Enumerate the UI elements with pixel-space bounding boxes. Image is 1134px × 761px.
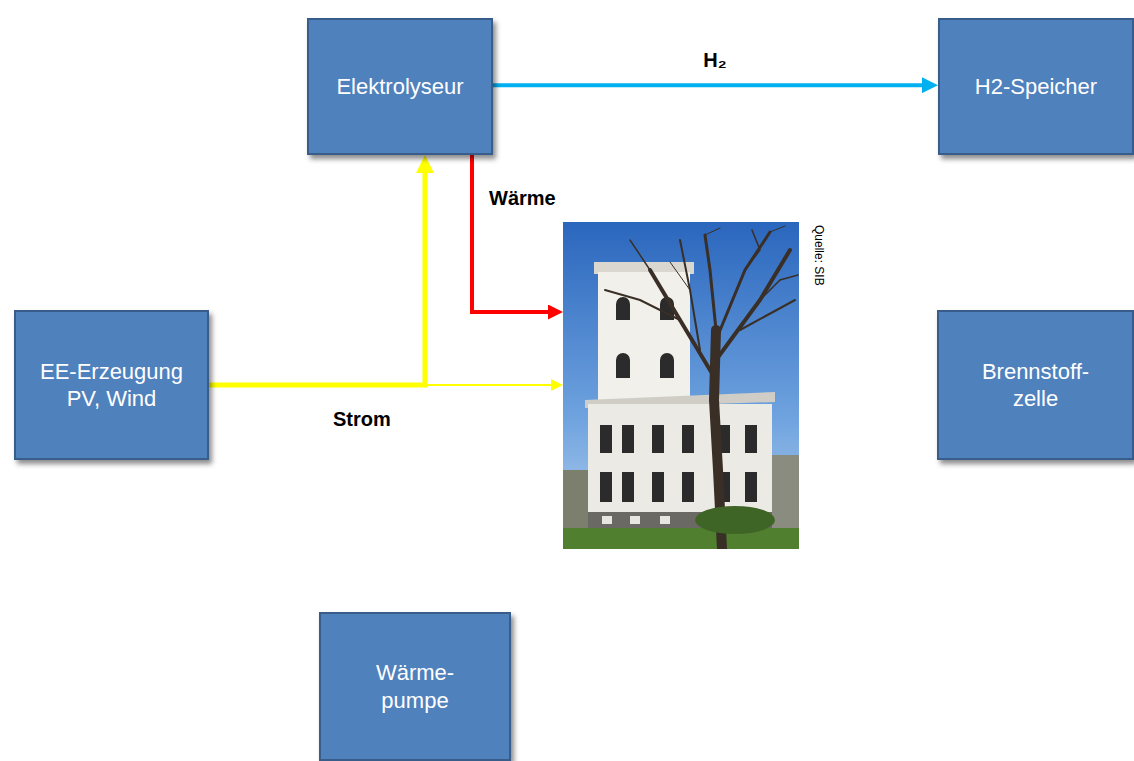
process-box: Wärme- pumpe: [319, 612, 511, 761]
window: [600, 425, 612, 453]
tree-branch: [605, 290, 680, 320]
flow-label: Strom: [331, 407, 393, 431]
storage-box: H2-Speicher: [938, 18, 1134, 155]
tree-branch: [745, 230, 760, 270]
source-box: EE-Erzeugung PV, Wind: [14, 310, 209, 460]
windows: [600, 297, 757, 502]
node-label: Wärme- pumpe: [365, 659, 465, 714]
window: [600, 472, 612, 502]
window: [622, 472, 634, 502]
window: [745, 425, 757, 453]
tree-branch: [680, 240, 700, 350]
tree-branch: [760, 275, 798, 300]
tower-window: [660, 353, 674, 378]
base-window: [660, 516, 670, 524]
lawn: [563, 528, 799, 549]
node-label: H2-Speicher: [975, 73, 1097, 101]
tree-branch: [705, 235, 716, 330]
window: [682, 472, 694, 502]
flow-arrow: [472, 155, 551, 312]
flow-arrow: [209, 384, 553, 386]
flow-label: Wärme: [487, 186, 558, 210]
tree-branch: [770, 226, 785, 232]
tree-branch: [630, 240, 650, 270]
tree-branch: [705, 228, 720, 235]
main-building: [588, 404, 772, 514]
window: [652, 472, 664, 502]
node-label: EE-Erzeugung PV, Wind: [32, 358, 192, 413]
sky: [563, 222, 799, 549]
node-label: Brennstoff- zelle: [973, 358, 1098, 413]
tree: [605, 226, 798, 549]
tower-window: [616, 353, 630, 378]
tower-window: [616, 297, 630, 320]
process-box: Brennstoff- zelle: [937, 310, 1134, 460]
source-credit: Quelle: SIB: [812, 225, 826, 286]
window: [652, 425, 664, 453]
tree-branch: [650, 270, 716, 380]
base-window: [630, 516, 640, 524]
photo-content: [563, 222, 799, 549]
process-box: Elektrolyseur: [307, 18, 493, 155]
tree-branch: [740, 300, 795, 330]
base-windows: [602, 516, 670, 524]
shrub: [695, 506, 775, 534]
base-window: [602, 516, 612, 524]
window: [622, 425, 634, 453]
building-photo: Quelle: SIB: [563, 222, 799, 549]
tree-branch: [716, 250, 790, 360]
window: [745, 472, 757, 502]
window: [682, 425, 694, 453]
flow-label: H₂: [701, 48, 728, 72]
tree-branch: [670, 262, 690, 290]
tower: [598, 272, 690, 402]
tree-branch: [716, 232, 770, 340]
flow-arrow: [209, 169, 425, 385]
node-label: Elektrolyseur: [336, 73, 463, 101]
flow-arrow: [493, 83, 925, 87]
